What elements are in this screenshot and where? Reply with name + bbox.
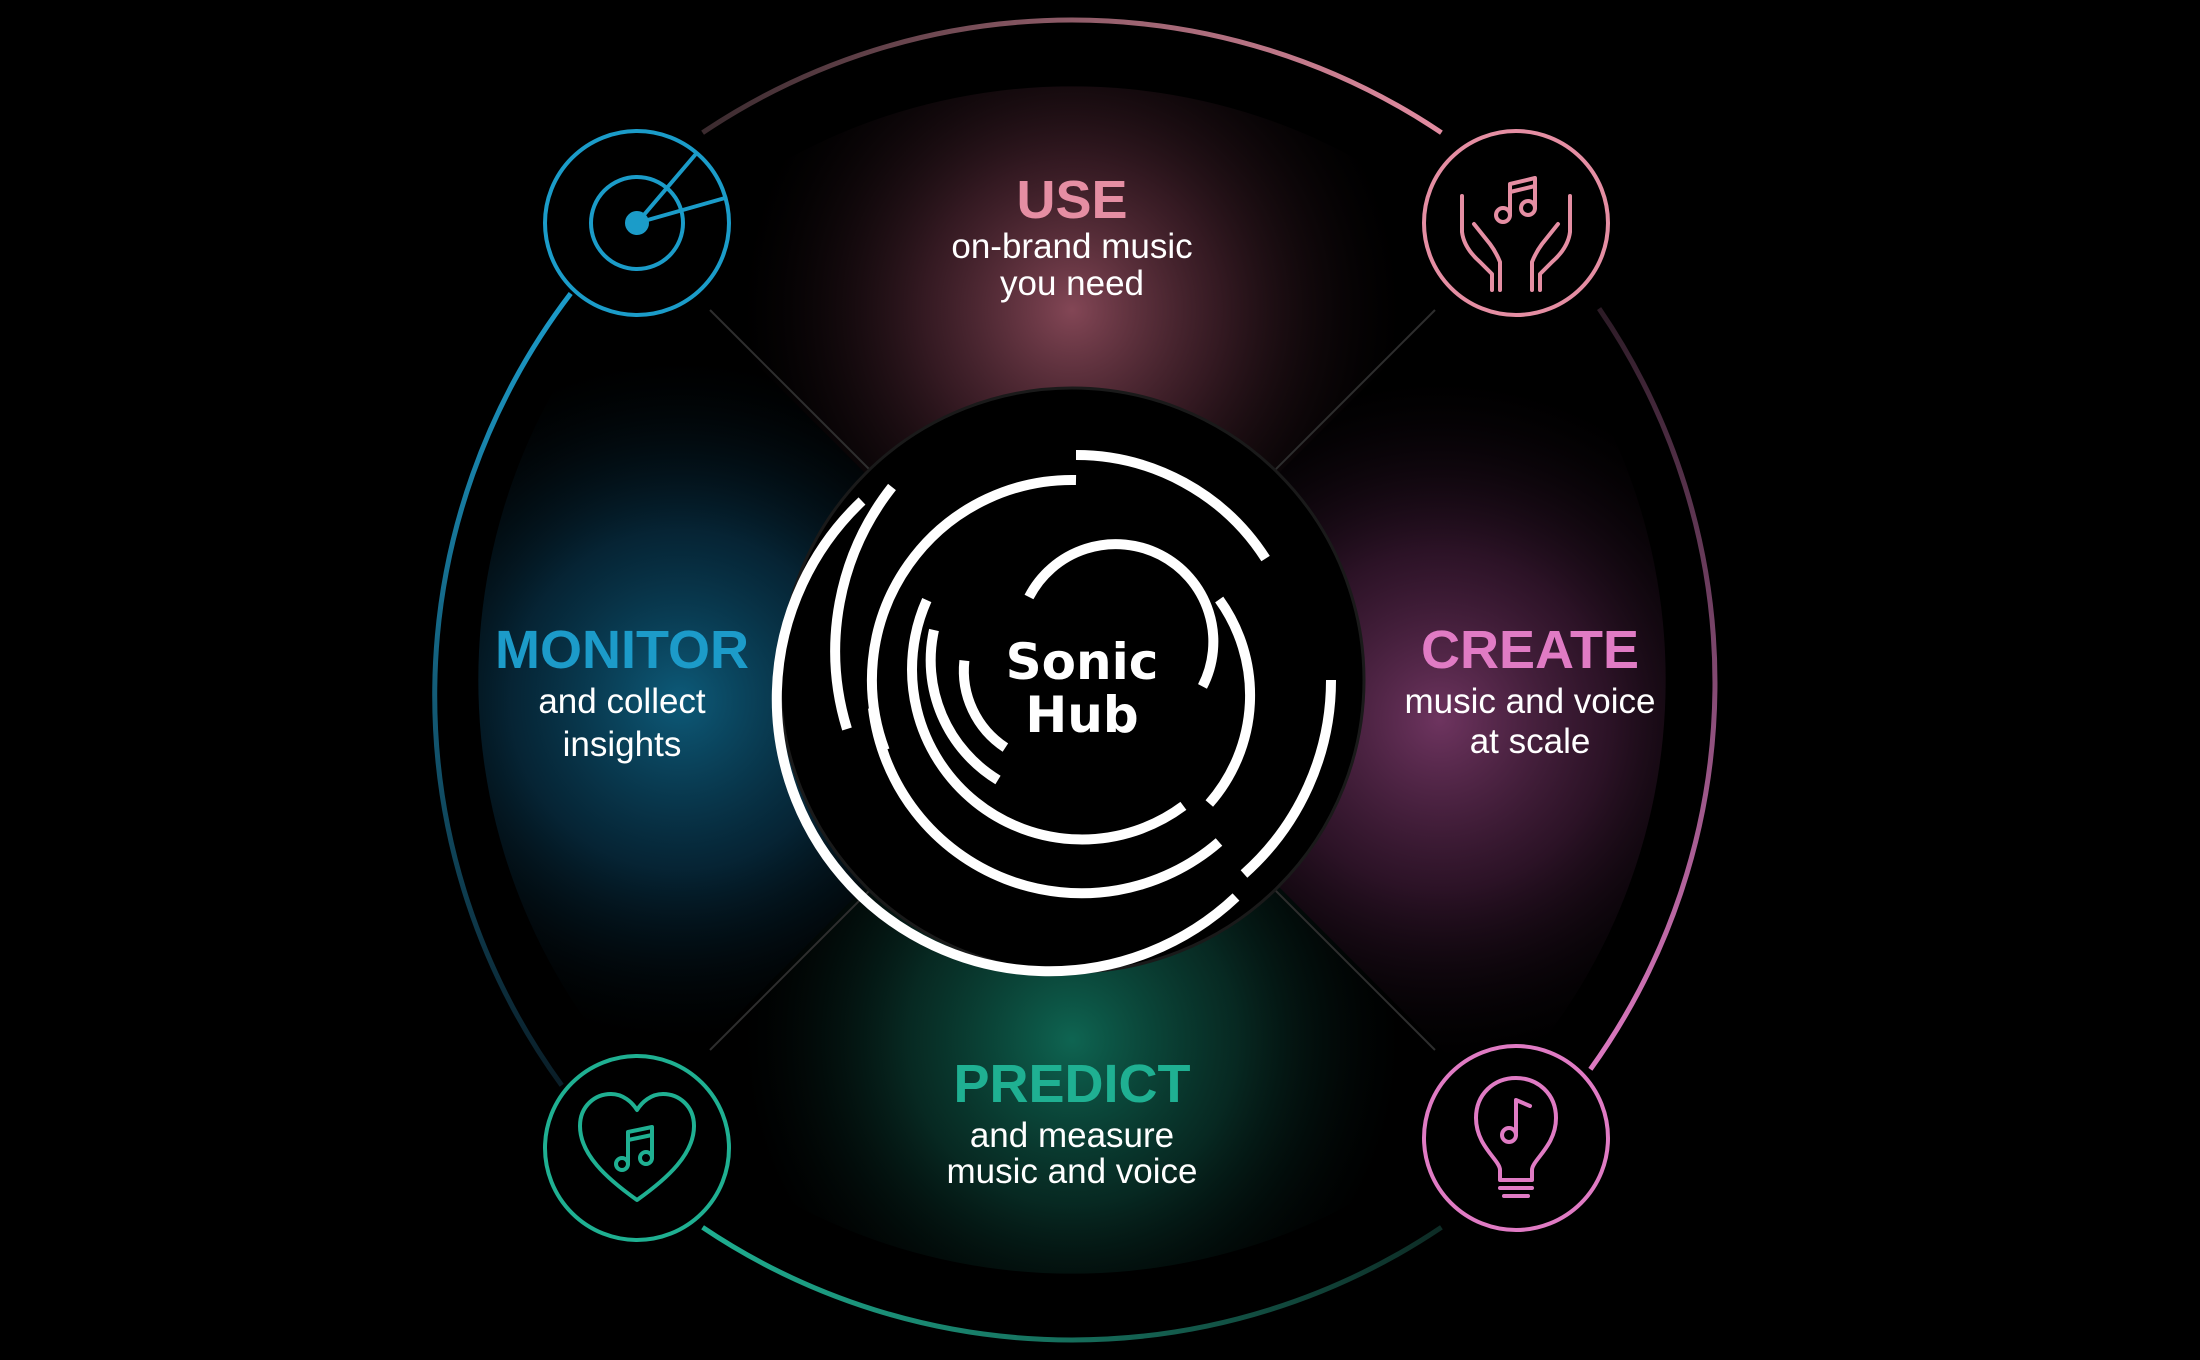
divider-lines [709, 309, 1436, 1051]
monitor-desc-line2: insights [563, 725, 682, 764]
monitor-desc-line1: and collect [538, 682, 706, 721]
create-desc-line1: music and voice [1405, 682, 1656, 721]
create-label: CREATE music and voice at scale [1405, 620, 1656, 761]
heart-music-note-icon[interactable] [543, 1054, 731, 1242]
predict-segment[interactable] [652, 680, 1492, 1274]
lightbulb-music-note-icon[interactable] [1422, 1044, 1610, 1232]
monitor-label: MONITOR and collect insights [495, 620, 749, 764]
radar-target-icon[interactable] [543, 129, 731, 317]
create-segment[interactable] [1072, 260, 1666, 1100]
create-title: CREATE [1421, 620, 1639, 680]
hub-title-line2: Hub [1025, 686, 1138, 744]
use-label: USE on-brand music you need [951, 170, 1192, 303]
predict-title: PREDICT [953, 1054, 1190, 1114]
hands-music-notes-icon[interactable] [1422, 129, 1610, 317]
use-segment[interactable] [652, 86, 1492, 681]
use-desc-line1: on-brand music [951, 227, 1192, 266]
sonic-hub[interactable]: Sonic Hub [771, 386, 1366, 977]
predict-desc-line1: and measure [970, 1116, 1174, 1155]
monitor-title: MONITOR [495, 620, 749, 680]
outer-ring [432, 17, 1718, 1343]
hub-rings [771, 449, 1337, 977]
use-title: USE [1016, 170, 1127, 230]
predict-desc-line2: music and voice [947, 1152, 1198, 1191]
predict-label: PREDICT and measure music and voice [947, 1054, 1198, 1191]
create-desc-line2: at scale [1470, 722, 1591, 761]
use-desc-line2: you need [1000, 264, 1144, 303]
hub-title-line1: Sonic [1006, 633, 1159, 691]
